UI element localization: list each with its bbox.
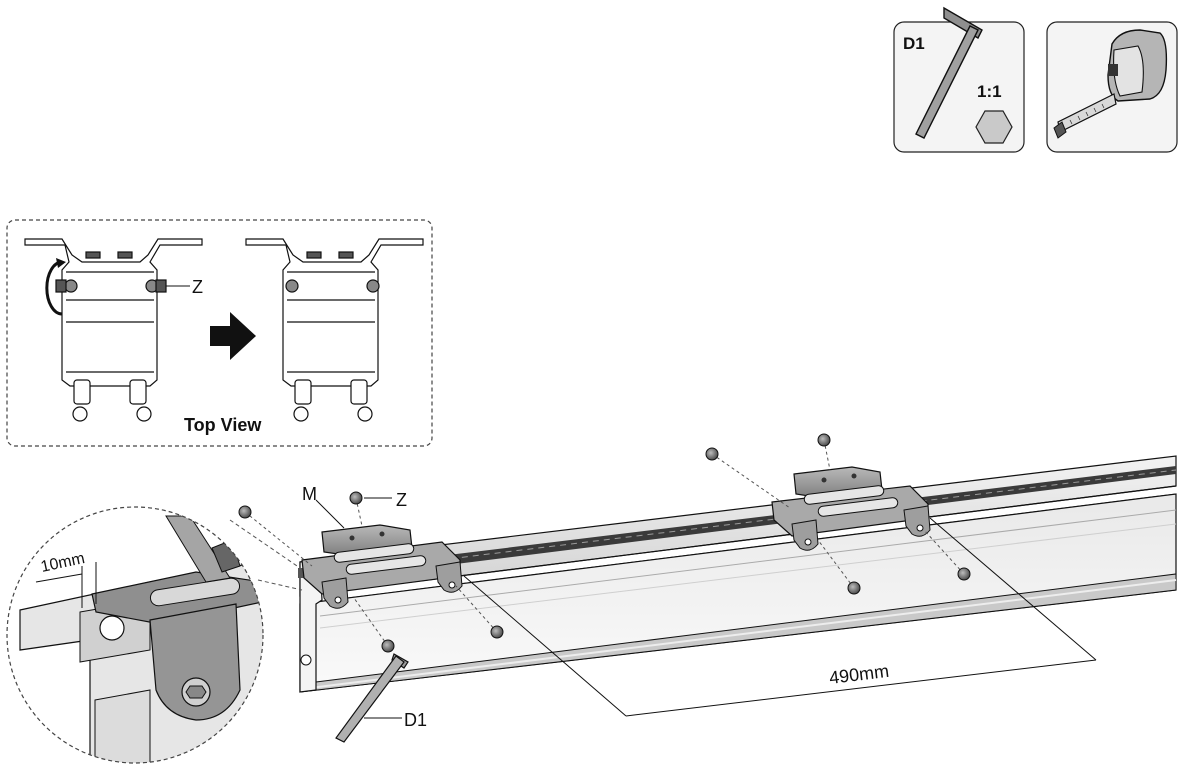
- next-step-arrow-icon: [210, 312, 256, 360]
- screw-z: [381, 639, 395, 653]
- screw-z: [957, 567, 971, 581]
- hex-key-label: D1: [404, 710, 427, 730]
- hex-profile-icon: [975, 110, 1013, 144]
- hex-key-id-label: D1: [903, 34, 925, 53]
- top-view-caption: Top View: [184, 415, 262, 435]
- screw-z: [817, 433, 831, 447]
- tool-card-tape: [1046, 21, 1178, 153]
- bracket-m-2: [771, 466, 931, 551]
- hex-key-icon: [915, 6, 983, 139]
- screw-z-markers: [238, 433, 971, 653]
- hex-key-scale-label: 1:1: [977, 82, 1002, 101]
- detail-zoom: 10mm: [6, 506, 303, 764]
- rotation-arrow-icon: [45, 258, 66, 316]
- screw-z: [705, 447, 719, 461]
- screw-label: Z: [396, 490, 407, 510]
- spacing-dimension: [463, 517, 1097, 717]
- screw-z: [847, 581, 861, 595]
- top-view-panel: Z Top View: [6, 219, 433, 447]
- tape-measure-icon: [1053, 29, 1168, 139]
- profile-after: [245, 238, 424, 422]
- screws: [244, 439, 965, 647]
- bracket-label: M: [302, 484, 317, 504]
- screw-z: [238, 505, 252, 519]
- spacing-label: 490mm: [828, 661, 890, 688]
- profile-before: [24, 238, 203, 422]
- top-view-screw-label: Z: [192, 277, 203, 297]
- screw-z: [349, 491, 363, 505]
- tool-card-hex-key: D1 1:1: [893, 6, 1025, 153]
- hex-key-tool: [335, 653, 409, 743]
- bracket-m-1: [301, 524, 463, 609]
- screw-z: [490, 625, 504, 639]
